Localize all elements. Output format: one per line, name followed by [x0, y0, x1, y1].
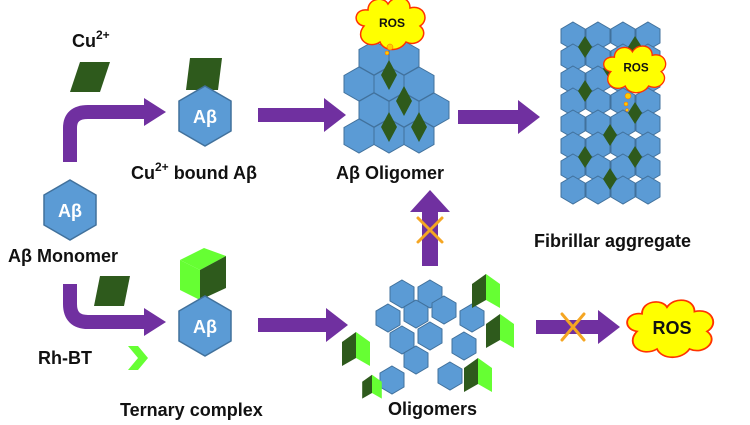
abeta-oligomer-cluster: [343, 40, 450, 154]
ternary-abeta-hexagon: Aβ: [178, 295, 232, 357]
rhbt-probe-shape: [128, 346, 148, 370]
ternary-cube: [180, 248, 226, 300]
svg-text:ROS: ROS: [379, 16, 405, 30]
block-cross-right: [560, 312, 586, 342]
fibrillar-aggregate-label: Fibrillar aggregate: [534, 231, 691, 251]
ros-bubble-fibril-3: [625, 108, 629, 112]
cu-bound-copper-shape: [186, 58, 222, 90]
svg-text:Aβ Monomer: Aβ Monomer: [8, 246, 118, 266]
ros-bubble-fibril-1: [624, 92, 632, 100]
blocked-arrow-right: [536, 310, 620, 344]
cu-ion-label: Cu2+: [72, 28, 110, 51]
ternary-cu-ion-shape: [94, 276, 130, 306]
ros-bubble-fibril-2: [623, 101, 629, 107]
svg-text:ROS: ROS: [623, 62, 649, 75]
svg-text:Aβ: Aβ: [193, 107, 217, 127]
arrow-oligomer-to-fibril: [458, 100, 540, 134]
monomer-label: Aβ Monomer: [8, 246, 118, 266]
cu-ion-shape: [70, 62, 110, 92]
svg-text:Aβ Oligomer: Aβ Oligomer: [336, 163, 444, 183]
ros-cloud-right-label: ROS: [652, 318, 691, 338]
arrow-monomer-to-ternary: [63, 284, 166, 336]
svg-text:Aβ: Aβ: [193, 317, 217, 337]
svg-text:Cu2+: Cu2+: [72, 28, 110, 51]
cu-bound-abeta-label: Cu2+ bound Aβ: [131, 160, 257, 183]
rhbt-label: Rh-BT: [38, 348, 92, 368]
ternary-complex-label: Ternary complex: [120, 400, 263, 420]
ros-bubble-top-1: [386, 43, 394, 51]
oligomers-label: Oligomers: [388, 399, 477, 419]
svg-text:Cu2+ bound Aβ: Cu2+ bound Aβ: [131, 160, 257, 183]
arrow-cubound-to-oligomer: [258, 98, 346, 132]
abeta-oligomer-label: Aβ Oligomer: [336, 163, 444, 183]
oligomers-cluster: [342, 274, 514, 399]
svg-text:Aβ: Aβ: [58, 201, 82, 221]
ros-bubble-top-2: [384, 50, 390, 56]
cu-bound-abeta-hexagon: Aβ: [178, 85, 232, 147]
arrow-monomer-to-cubound: [63, 98, 166, 162]
ros-cloud-top: ROS: [355, 0, 426, 51]
arrow-ternary-to-oligomers: [258, 308, 348, 342]
monomer-abeta-hexagon: Aβ: [43, 179, 97, 241]
block-cross-up: [416, 216, 444, 244]
ros-cloud-fibril: ROS: [603, 45, 667, 94]
